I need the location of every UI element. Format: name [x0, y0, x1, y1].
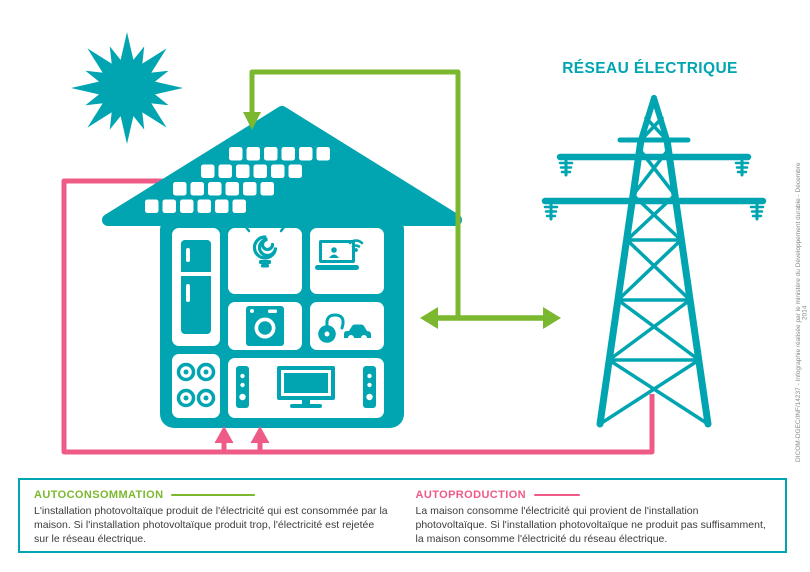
speaker-icon [363, 366, 376, 408]
exchange-arrow [420, 307, 561, 329]
wifi-icon [348, 239, 364, 252]
consumption-arrows [214, 426, 270, 452]
pink-rule [534, 493, 581, 497]
autoconsommation-text: L'installation photovoltaïque produit de… [34, 505, 388, 545]
lightbulb-icon [243, 218, 287, 268]
solar-production-arrow [243, 69, 461, 316]
legend-autoconsommation: AUTOCONSOMMATION L'installation photovol… [34, 489, 390, 545]
autoconsommation-heading: AUTOCONSOMMATION [34, 489, 164, 501]
sun-icon [71, 32, 183, 144]
car-icon [344, 324, 371, 341]
laptop-icon [315, 240, 359, 270]
autoproduction-text: La maison consomme l'électricité qui pro… [415, 505, 766, 545]
green-rule [171, 493, 256, 497]
pylon-icon [541, 95, 767, 428]
fridge-icon [181, 240, 211, 334]
grid-supply-arrow [61, 178, 655, 455]
autoproduction-heading: AUTOPRODUCTION [415, 489, 527, 501]
credit-text: DICOM-DGEC/INF/14237 - Infographie réali… [795, 162, 809, 463]
stove-icon [176, 362, 216, 408]
washing-machine-icon [246, 306, 284, 346]
legend-autoproduction: AUTOPRODUCTION La maison consomme l'élec… [415, 489, 772, 545]
vacuum-icon [318, 313, 345, 343]
house-icon [102, 106, 462, 428]
tv-icon [277, 366, 335, 408]
legend-box: AUTOCONSOMMATION L'installation photovol… [18, 478, 787, 553]
speaker-icon [236, 366, 249, 408]
video-call-person-icon [331, 247, 337, 253]
grid-title: RÉSEAU ÉLECTRIQUE [562, 60, 738, 77]
